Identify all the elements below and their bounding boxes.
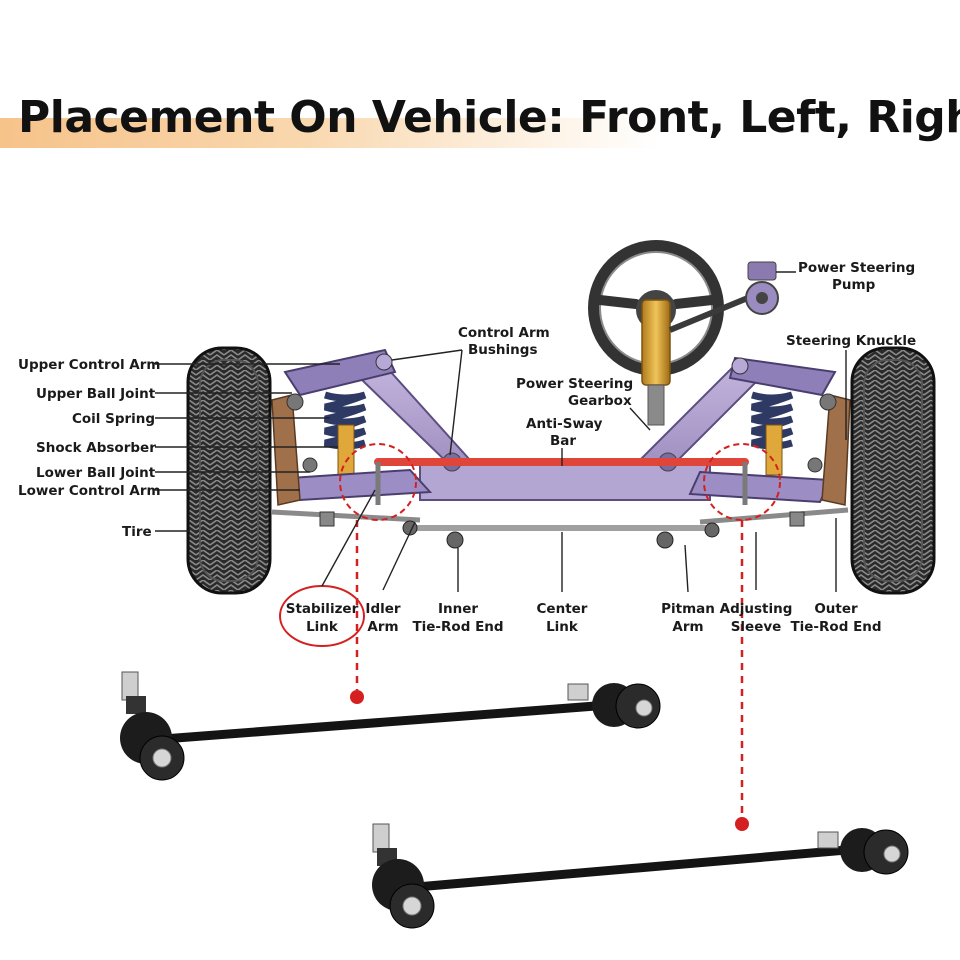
label-upper-control-arm: Upper Control Arm [18,357,160,373]
right-knuckle [807,393,851,506]
label-tire: Tire [122,524,152,540]
title-highlight-band [0,118,660,148]
leader-lines [155,271,847,593]
label-control-arm-1: Control Arm [458,325,550,341]
part-labels: Upper Control Arm Upper Ball Joint Coil … [18,260,916,635]
label-idler-1: Idler [365,601,400,617]
label-inner-tie-2: Tie-Rod End [412,619,503,635]
right-lower-control-arm [688,470,832,504]
label-shock-absorber: Shock Absorber [36,440,156,456]
label-center-1: Center [537,601,588,617]
left-upper-control-arm [283,348,397,397]
label-ps-pump-2: Pump [832,277,876,293]
right-tire [850,346,936,595]
label-inner-tie-1: Inner [438,601,478,617]
label-adjusting-2: Sleeve [731,619,782,635]
label-coil-spring: Coil Spring [72,411,155,427]
label-outer-tie-2: Tie-Rod End [790,619,881,635]
stabilizer-link-product-bottom [372,823,909,929]
label-adjusting-1: Adjusting [720,601,793,617]
steering-column [641,299,671,426]
label-lower-control-arm: Lower Control Arm [18,483,161,499]
label-pitman-1: Pitman [661,601,715,617]
label-upper-ball-joint: Upper Ball Joint [36,386,156,402]
label-idler-2: Arm [367,619,398,635]
right-upper-control-arm [728,356,837,397]
stabilizer-link-product-top [120,671,661,781]
label-pitman-2: Arm [672,619,703,635]
page-title: Placement On Vehicle: Front, Left, Right [18,92,960,143]
right-shock-absorber [765,424,783,476]
left-knuckle [271,393,318,506]
label-ps-pump-1: Power Steering [798,260,915,276]
label-ps-gearbox-2: Gearbox [568,393,632,409]
label-outer-tie-1: Outer [814,601,858,617]
label-anti-sway-1: Anti-Sway [526,416,603,432]
stabilizer-highlights [279,443,781,831]
left-lower-control-arm [288,468,433,502]
label-stabilizer-2: Link [306,619,339,635]
power-steering-pump [668,261,779,333]
steering-linkage [271,507,849,549]
left-tire [186,346,272,595]
label-lower-ball-joint: Lower Ball Joint [36,465,156,481]
label-center-2: Link [546,619,579,635]
label-anti-sway-2: Bar [550,433,576,449]
label-ps-gearbox-1: Power Steering [516,376,633,392]
left-shock-absorber [337,424,355,476]
label-control-arm-2: Bushings [468,342,537,358]
label-stabilizer-1: Stabilizer [286,601,359,617]
label-steering-knuckle: Steering Knuckle [786,333,916,349]
